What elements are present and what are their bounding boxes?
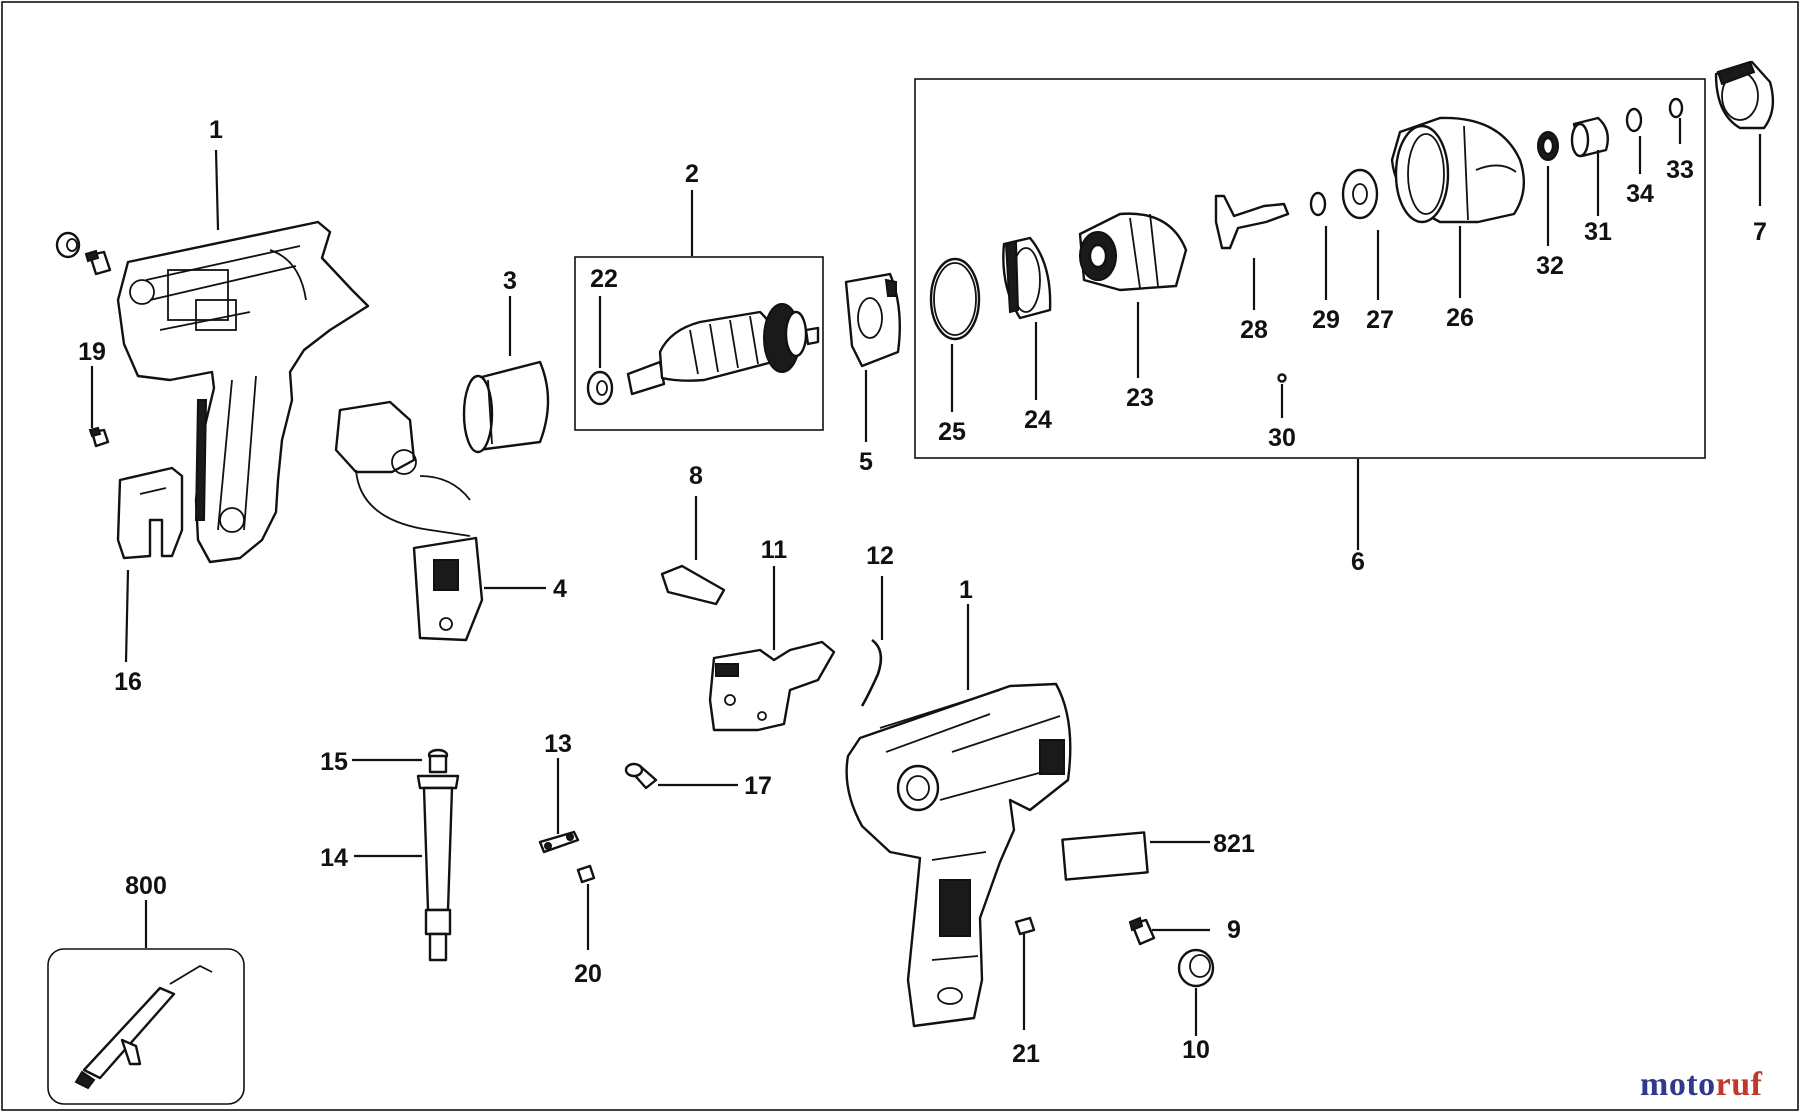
callout-7: 7	[1753, 218, 1767, 246]
callout-17: 17	[744, 772, 772, 800]
callout-30: 30	[1268, 424, 1296, 452]
part-16-belt-clip	[116, 466, 184, 560]
callout-14: 14	[320, 844, 348, 872]
callout-12: 12	[866, 542, 894, 570]
part-31-sleeve	[1570, 116, 1609, 158]
callout-9: 9	[1227, 916, 1241, 944]
callout-6: 6	[1351, 548, 1365, 576]
callout-33: 33	[1666, 156, 1694, 184]
callout-20: 20	[574, 960, 602, 988]
part-800-grease-gun	[74, 964, 213, 1090]
callout-25: 25	[938, 418, 966, 446]
part-cap-and-screw	[55, 231, 112, 276]
part-2-armature	[626, 303, 820, 396]
part-3-stator-sleeve	[462, 360, 550, 454]
part-30-ball	[1277, 373, 1287, 383]
part-19-screw	[88, 426, 110, 448]
part-821-label	[1061, 831, 1149, 881]
watermark-part-b: ruf	[1715, 1066, 1763, 1103]
callout-labels: 1 2 3 22 19 16 4 5 6 25 24 23 28 30 29 2…	[78, 116, 1767, 1068]
part-4-switch-harness	[334, 400, 484, 642]
part-23-planetary-gear	[1078, 212, 1188, 292]
part-29-retaining-ring	[1309, 191, 1327, 217]
part-14-15-probe	[416, 748, 460, 962]
callout-28: 28	[1240, 316, 1268, 344]
callout-11: 11	[761, 536, 788, 564]
part-10-cap	[1177, 948, 1215, 988]
part-22-washer	[586, 370, 614, 406]
callout-31: 31	[1584, 218, 1612, 246]
callout-4: 4	[553, 575, 567, 603]
callout-16: 16	[114, 668, 142, 696]
part-33-ring	[1668, 97, 1684, 119]
part-7-collar	[1714, 60, 1775, 130]
part-25-o-ring	[929, 257, 981, 341]
callout-1-top: 1	[209, 116, 223, 144]
callout-13: 13	[544, 730, 572, 758]
part-34-ring	[1625, 107, 1643, 133]
callout-19: 19	[78, 338, 106, 366]
part-17-pin	[624, 762, 658, 790]
part-28-spindle	[1214, 194, 1290, 250]
watermark-part-a: moto	[1640, 1066, 1716, 1103]
gear-assembly-group-box	[914, 78, 1706, 459]
part-24-ring-gear	[1002, 236, 1052, 320]
callout-15: 15	[320, 748, 348, 776]
part-27-washer	[1341, 168, 1379, 220]
part-1-housing-half	[116, 220, 370, 564]
part-32-spring	[1537, 131, 1559, 161]
part-26-gear-housing	[1390, 116, 1526, 224]
part-20-screw	[576, 864, 596, 884]
callout-821: 821	[1213, 830, 1255, 858]
grease-box	[47, 948, 245, 1105]
part-13-plate	[538, 830, 580, 854]
callout-34: 34	[1626, 180, 1654, 208]
part-9-nut	[1128, 916, 1156, 946]
callout-8: 8	[689, 462, 703, 490]
callout-22: 22	[590, 265, 618, 293]
callout-23: 23	[1126, 384, 1154, 412]
part-21-screw	[1014, 916, 1036, 936]
part-11-trigger-switch	[708, 640, 836, 732]
callout-10: 10	[1182, 1036, 1210, 1064]
callout-24: 24	[1024, 406, 1052, 434]
part-1-housing-assembled	[845, 682, 1072, 1028]
part-5-bearing-plate	[844, 272, 901, 368]
callout-2: 2	[685, 160, 699, 188]
callout-21: 21	[1012, 1040, 1040, 1068]
callout-29: 29	[1312, 306, 1340, 334]
part-12-spring-wire	[860, 638, 883, 707]
callout-5: 5	[859, 448, 873, 476]
callout-1-bottom: 1	[959, 576, 973, 604]
part-8-pad	[660, 564, 726, 606]
motoruf-watermark: motoruf	[1640, 1066, 1762, 1104]
callout-32: 32	[1536, 252, 1564, 280]
callout-3: 3	[503, 267, 517, 295]
callout-27: 27	[1366, 306, 1394, 334]
armature-group-box	[574, 256, 824, 431]
callout-26: 26	[1446, 304, 1474, 332]
leader-lines	[90, 118, 1762, 1036]
callout-800: 800	[125, 872, 167, 900]
